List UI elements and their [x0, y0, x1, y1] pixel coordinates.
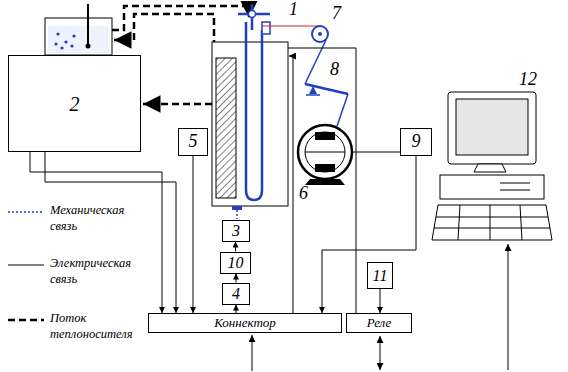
- process-box: 4: [222, 283, 250, 305]
- process-box: 10: [220, 252, 251, 274]
- legend-samples: [8, 212, 44, 320]
- legend-text: Электрическая связь: [50, 256, 142, 287]
- box-label: 10: [228, 254, 244, 272]
- process-box: 3: [222, 220, 250, 242]
- signal-connector: [193, 156, 194, 313]
- signal-connector: [322, 156, 416, 313]
- legend-text: Поток теплоносителя: [50, 311, 142, 342]
- process-box: 2: [8, 55, 141, 152]
- signal-connector: [236, 274, 237, 283]
- signal-connector: [380, 289, 381, 313]
- callout-number: 12: [519, 70, 537, 90]
- thread-and-lever: [262, 26, 348, 126]
- box-label: 9: [412, 132, 421, 152]
- callout-number: 8: [330, 60, 339, 80]
- callout-number: 1: [289, 0, 298, 20]
- callout-number: 7: [332, 4, 341, 24]
- box-label: 11: [373, 267, 388, 285]
- process-box: Реле: [346, 313, 412, 333]
- box-label: 2: [70, 93, 80, 115]
- box-label: 4: [232, 285, 240, 303]
- test-apparatus: [212, 4, 288, 219]
- signal-connector: [235, 242, 236, 252]
- signal-connector: [236, 305, 237, 314]
- box-label: Реле: [367, 316, 392, 330]
- signal-connector: [45, 152, 176, 313]
- motor: [298, 125, 400, 185]
- process-box: 9: [400, 128, 432, 156]
- thermostat-vessel: [45, 4, 112, 55]
- signal-connector: [30, 152, 162, 313]
- process-box: 5: [178, 128, 208, 156]
- callout-number: 6: [299, 184, 308, 204]
- box-label: 3: [232, 222, 240, 240]
- legend-text: Механическая связь: [50, 203, 142, 234]
- process-box: Коннектор: [148, 313, 342, 333]
- box-label: 5: [189, 132, 198, 152]
- computer: [432, 92, 552, 240]
- process-box: 11: [367, 262, 393, 289]
- box-label: Коннектор: [214, 316, 276, 330]
